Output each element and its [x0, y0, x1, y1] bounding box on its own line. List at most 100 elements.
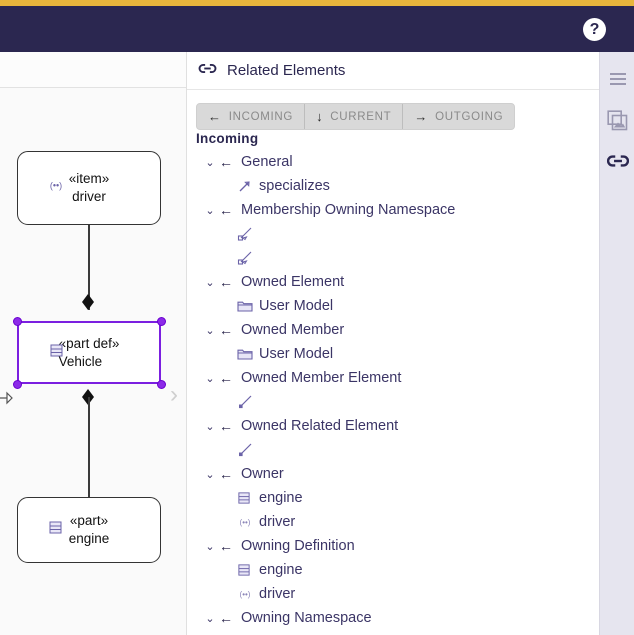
chevron-down-icon[interactable]: ⌄: [205, 540, 215, 553]
diagram-node-vehicle[interactable]: «part def» Vehicle: [17, 321, 161, 384]
accent-bar: [0, 0, 634, 6]
tree-item-label: engine: [259, 562, 303, 578]
node-stereotype: «part def»: [58, 335, 120, 351]
composite-diamond-icon: [82, 294, 94, 310]
tree-item[interactable]: User Model: [187, 342, 583, 366]
hamburger-menu-icon[interactable]: [600, 60, 634, 98]
tree-group-label: Owning Definition: [241, 538, 355, 554]
diagram-node-label: «item» driver: [69, 170, 110, 206]
chevron-right-icon[interactable]: ›: [170, 381, 178, 408]
folder-icon: [237, 299, 259, 313]
node-stereotype: «item»: [68, 171, 110, 186]
tree-item[interactable]: engine: [187, 558, 583, 582]
chevron-down-icon[interactable]: ⌄: [205, 276, 215, 289]
tree-group[interactable]: ⌄←Membership Owning Namespace: [187, 198, 583, 222]
tree-group-label: Owned Element: [241, 274, 345, 290]
node-name: Vehicle: [58, 353, 103, 369]
chevron-down-icon[interactable]: ⌄: [205, 468, 215, 481]
tree-group-label: Owned Related Element: [241, 418, 399, 434]
app-header: ?: [0, 6, 634, 52]
tree-item-label: engine: [259, 490, 303, 506]
arrow-left-icon: ←: [208, 109, 222, 124]
folder-icon: [237, 347, 259, 361]
tree-group-label: Owner: [241, 466, 284, 482]
tree-group[interactable]: ⌄←Owning Namespace: [187, 606, 583, 630]
link-icon[interactable]: [600, 142, 634, 180]
tree-group[interactable]: ⌄←Owned Related Element: [187, 414, 583, 438]
tab-label: INCOMING: [228, 110, 294, 123]
selection-handle-top-left[interactable]: [13, 317, 22, 326]
selection-handle-bottom-left[interactable]: [13, 380, 22, 389]
related-elements-panel: Related Elements ← INCOMING ↓ CURRENT → …: [186, 52, 599, 635]
tree-group-label: General: [241, 154, 293, 170]
tree-item-label: driver: [259, 514, 296, 530]
tree-item-label: specializes: [259, 178, 330, 194]
tree-item[interactable]: [187, 246, 583, 270]
membership-relation-icon: [237, 250, 259, 266]
arrow-left-icon: ←: [219, 202, 233, 218]
tree-item[interactable]: [187, 222, 583, 246]
tree-group[interactable]: ⌄ ← General: [187, 150, 583, 174]
chevron-down-icon[interactable]: ⌄: [205, 612, 215, 625]
arrow-right-outline-icon[interactable]: [0, 391, 14, 405]
tab-label: OUTGOING: [435, 110, 504, 123]
tree-item[interactable]: engine: [187, 630, 583, 635]
tree-item[interactable]: (••) driver: [187, 510, 583, 534]
arrow-left-icon: ←: [219, 322, 233, 338]
edge-vehicle-engine: [88, 397, 90, 497]
tree-item-label: User Model: [259, 298, 334, 314]
diagram-node-driver[interactable]: (••) «item» driver: [17, 151, 161, 225]
chevron-down-icon[interactable]: ⌄: [205, 372, 215, 385]
tree-item-label: driver: [259, 586, 296, 602]
tree-item[interactable]: (••)driver: [187, 582, 583, 606]
tree-item[interactable]: engine: [187, 486, 583, 510]
item-usage-icon: (••): [237, 587, 259, 601]
part-usage-icon: [237, 491, 259, 505]
selection-handle-top-right[interactable]: [157, 317, 166, 326]
diagram-node-label: «part» engine: [69, 512, 110, 548]
tree-group[interactable]: ⌄←Owning Definition: [187, 534, 583, 558]
link-icon: [198, 59, 217, 83]
diagram-node-label: «part def» Vehicle: [59, 335, 120, 371]
svg-text:(••): (••): [240, 518, 251, 527]
arrow-left-icon: ←: [219, 370, 233, 386]
chevron-down-icon[interactable]: ⌄: [205, 324, 215, 337]
help-circle-icon[interactable]: ?: [583, 18, 606, 41]
chevron-down-icon[interactable]: ⌄: [205, 204, 215, 217]
item-usage-icon: (••): [237, 515, 259, 529]
tree-item[interactable]: specializes: [187, 174, 583, 198]
tab-incoming[interactable]: ← INCOMING: [197, 104, 306, 129]
chevron-down-icon[interactable]: ⌄: [205, 420, 215, 433]
arrow-left-icon: ←: [219, 466, 233, 482]
tree-group[interactable]: ⌄←Owned Member Element: [187, 366, 583, 390]
specializes-arrow-icon: [237, 178, 259, 194]
tab-outgoing[interactable]: → OUTGOING: [403, 104, 515, 129]
panel-title: Related Elements: [227, 62, 346, 79]
tree-item[interactable]: [187, 390, 583, 414]
relation-line-icon: [237, 442, 259, 458]
tree-group[interactable]: ⌄←Owned Member: [187, 318, 583, 342]
image-gallery-icon[interactable]: [600, 101, 634, 139]
svg-text:(••): (••): [50, 181, 62, 191]
tree-item-label: User Model: [259, 346, 334, 362]
diagram-node-engine[interactable]: «part» engine: [17, 497, 161, 563]
tree-item[interactable]: [187, 438, 583, 462]
tree-group[interactable]: ⌄ ← Owned Element: [187, 270, 583, 294]
selection-handle-bottom-right[interactable]: [157, 380, 166, 389]
diagram-toolbar: [0, 52, 186, 88]
diagram-canvas[interactable]: (••) «item» driver: [0, 89, 186, 635]
tree-item[interactable]: User Model: [187, 294, 583, 318]
chevron-down-icon[interactable]: ⌄: [205, 156, 215, 169]
part-usage-icon: [48, 520, 63, 540]
direction-tabs: ← INCOMING ↓ CURRENT → OUTGOING: [196, 103, 516, 130]
tree-group[interactable]: ⌄ ← Owner: [187, 462, 583, 486]
panel-header: Related Elements: [187, 52, 599, 90]
arrow-left-icon: ←: [219, 154, 233, 170]
node-name: engine: [68, 531, 110, 546]
arrow-left-icon: ←: [219, 274, 233, 290]
tab-label: CURRENT: [330, 110, 392, 123]
tab-current[interactable]: ↓ CURRENT: [305, 104, 404, 129]
tree-group-label: Owning Namespace: [241, 610, 372, 626]
